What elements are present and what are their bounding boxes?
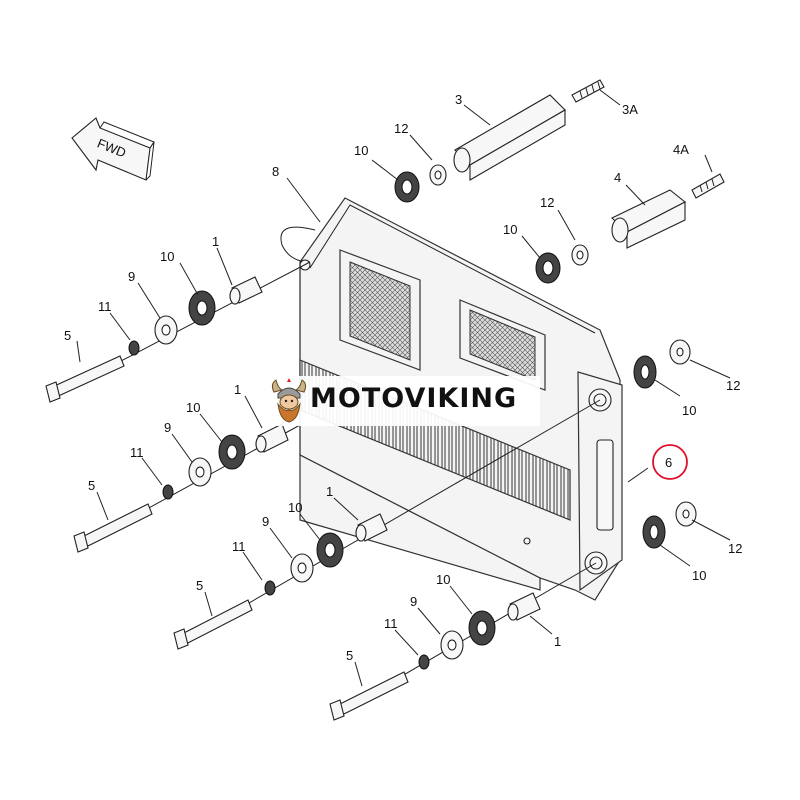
- forward-direction-arrow: FWD: [71, 117, 155, 181]
- highlight-circle: [652, 444, 688, 480]
- part-4-spacer: [611, 189, 687, 249]
- part-4a-stud: [691, 173, 725, 199]
- callout-5-row4: 5: [346, 648, 353, 663]
- callout-10-top-a: 10: [354, 143, 368, 158]
- right-hardware-lower: [642, 501, 697, 549]
- bolt-stack-row-4: [329, 562, 597, 721]
- callout-11-row2: 11: [130, 445, 144, 460]
- callout-10-row4: 10: [436, 572, 450, 587]
- leader-lines: [76, 89, 731, 687]
- callout-5-row3: 5: [196, 578, 203, 593]
- callouts: 3 3A 4 4A 8 10 12 10 12 10 12 10 12 6 1 …: [64, 92, 742, 663]
- callout-4: 4: [614, 170, 621, 185]
- callout-10-row2: 10: [186, 400, 200, 415]
- brand-watermark: MOTOVIKING: [262, 376, 540, 426]
- top-hardware-b: [535, 244, 589, 284]
- callout-3a: 3A: [622, 102, 638, 117]
- right-hardware-upper: [633, 339, 691, 389]
- part-3a-stud: [571, 79, 605, 103]
- callout-12-top-a: 12: [394, 121, 408, 136]
- callout-10-right-lower: 10: [692, 568, 706, 583]
- callout-4a: 4A: [673, 142, 689, 157]
- callout-9-row1: 9: [128, 269, 135, 284]
- callout-3: 3: [455, 92, 462, 107]
- brand-name: MOTOVIKING: [310, 383, 518, 414]
- callout-9-row3: 9: [262, 514, 269, 529]
- callout-9-row2: 9: [164, 420, 171, 435]
- callout-12-right-lower: 12: [728, 541, 742, 556]
- callout-10-row3: 10: [288, 500, 302, 515]
- callout-5-row1: 5: [64, 328, 71, 343]
- callout-11-row3: 11: [232, 539, 246, 554]
- viking-logo: [271, 378, 307, 423]
- callout-12-right-upper: 12: [726, 378, 740, 393]
- top-hardware-a: [394, 164, 447, 203]
- callout-1-row2: 1: [234, 382, 241, 397]
- callout-10-row1: 10: [160, 249, 174, 264]
- bolt-stack-row-2: [73, 423, 301, 553]
- callout-11-row4: 11: [384, 616, 398, 631]
- callout-8: 8: [272, 164, 279, 179]
- callout-1-row4: 1: [554, 634, 561, 649]
- callout-1-row1: 1: [212, 234, 219, 249]
- callout-10-right-upper: 10: [682, 403, 696, 418]
- bolt-stack-row-1: [45, 261, 311, 403]
- callout-1-row3: 1: [326, 484, 333, 499]
- callout-9-row4: 9: [410, 594, 417, 609]
- bolt-stack-row-3: [173, 399, 601, 650]
- callout-5-row2: 5: [88, 478, 95, 493]
- callout-11-row1: 11: [98, 299, 112, 314]
- callout-6: 6: [665, 455, 672, 470]
- callout-12-top-b: 12: [540, 195, 554, 210]
- callout-10-top-b: 10: [503, 222, 517, 237]
- part-3-spacer: [453, 94, 566, 181]
